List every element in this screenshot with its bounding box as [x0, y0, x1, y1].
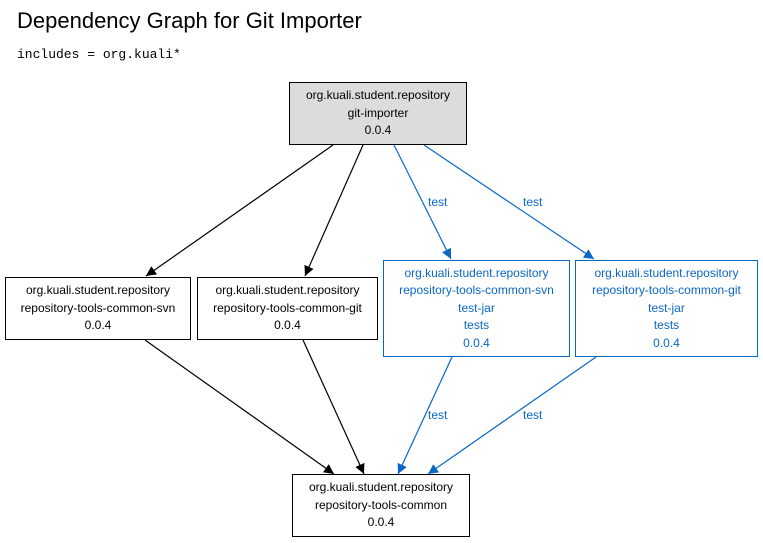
node-artifact: git-importer: [347, 105, 409, 120]
edge-label-git-test-common: test: [523, 408, 543, 422]
edge-root-to-svn-test: [393, 144, 452, 260]
node-artifact: repository-tools-common-git: [592, 283, 741, 298]
node-group: org.kuali.student.repository: [594, 265, 739, 280]
node-repository-tools-common-git[interactable]: org.kuali.student.repository repository-…: [197, 277, 378, 340]
node-version: 0.0.4: [274, 318, 301, 333]
node-artifact: repository-tools-common-svn: [20, 300, 176, 315]
node-classifier: tests: [653, 318, 680, 333]
node-group: org.kuali.student.repository: [305, 88, 451, 103]
includes-filter: includes = org.kuali*: [17, 47, 181, 62]
node-classifier: tests: [463, 318, 490, 333]
node-version: 0.0.4: [463, 335, 490, 350]
node-repository-tools-common[interactable]: org.kuali.student.repository repository-…: [292, 474, 470, 537]
node-group: org.kuali.student.repository: [404, 265, 549, 280]
node-repository-tools-common-svn-tests[interactable]: org.kuali.student.repository repository-…: [383, 260, 570, 357]
node-repository-tools-common-svn[interactable]: org.kuali.student.repository repository-…: [5, 277, 191, 340]
node-type: test-jar: [458, 300, 495, 315]
node-type: test-jar: [648, 300, 685, 315]
node-version: 0.0.4: [653, 335, 680, 350]
edge-label-root-svn-test: test: [428, 195, 448, 209]
node-repository-tools-common-git-tests[interactable]: org.kuali.student.repository repository-…: [575, 260, 758, 357]
node-artifact: repository-tools-common-svn: [399, 283, 554, 298]
page-title: Dependency Graph for Git Importer: [17, 8, 362, 33]
edge-git-test-to-common: [427, 356, 597, 475]
edge-root-to-git-test: [423, 144, 595, 260]
edge-svn-to-common: [144, 339, 335, 475]
node-group: org.kuali.student.repository: [215, 283, 360, 298]
node-git-importer[interactable]: org.kuali.student.repository git-importe…: [289, 82, 467, 145]
node-artifact: repository-tools-common: [314, 497, 448, 512]
node-group: org.kuali.student.repository: [308, 480, 454, 495]
edge-root-to-svn: [145, 144, 334, 277]
edge-label-root-git-test: test: [523, 195, 543, 209]
node-version: 0.0.4: [367, 515, 395, 530]
edge-svn-test-to-common: [397, 356, 453, 475]
edge-git-to-common: [302, 339, 365, 475]
node-group: org.kuali.student.repository: [25, 283, 171, 298]
node-version: 0.0.4: [364, 123, 392, 138]
node-version: 0.0.4: [84, 318, 112, 333]
edge-label-svn-test-common: test: [428, 408, 448, 422]
node-artifact: repository-tools-common-git: [213, 300, 362, 315]
edge-root-to-git: [304, 144, 364, 277]
